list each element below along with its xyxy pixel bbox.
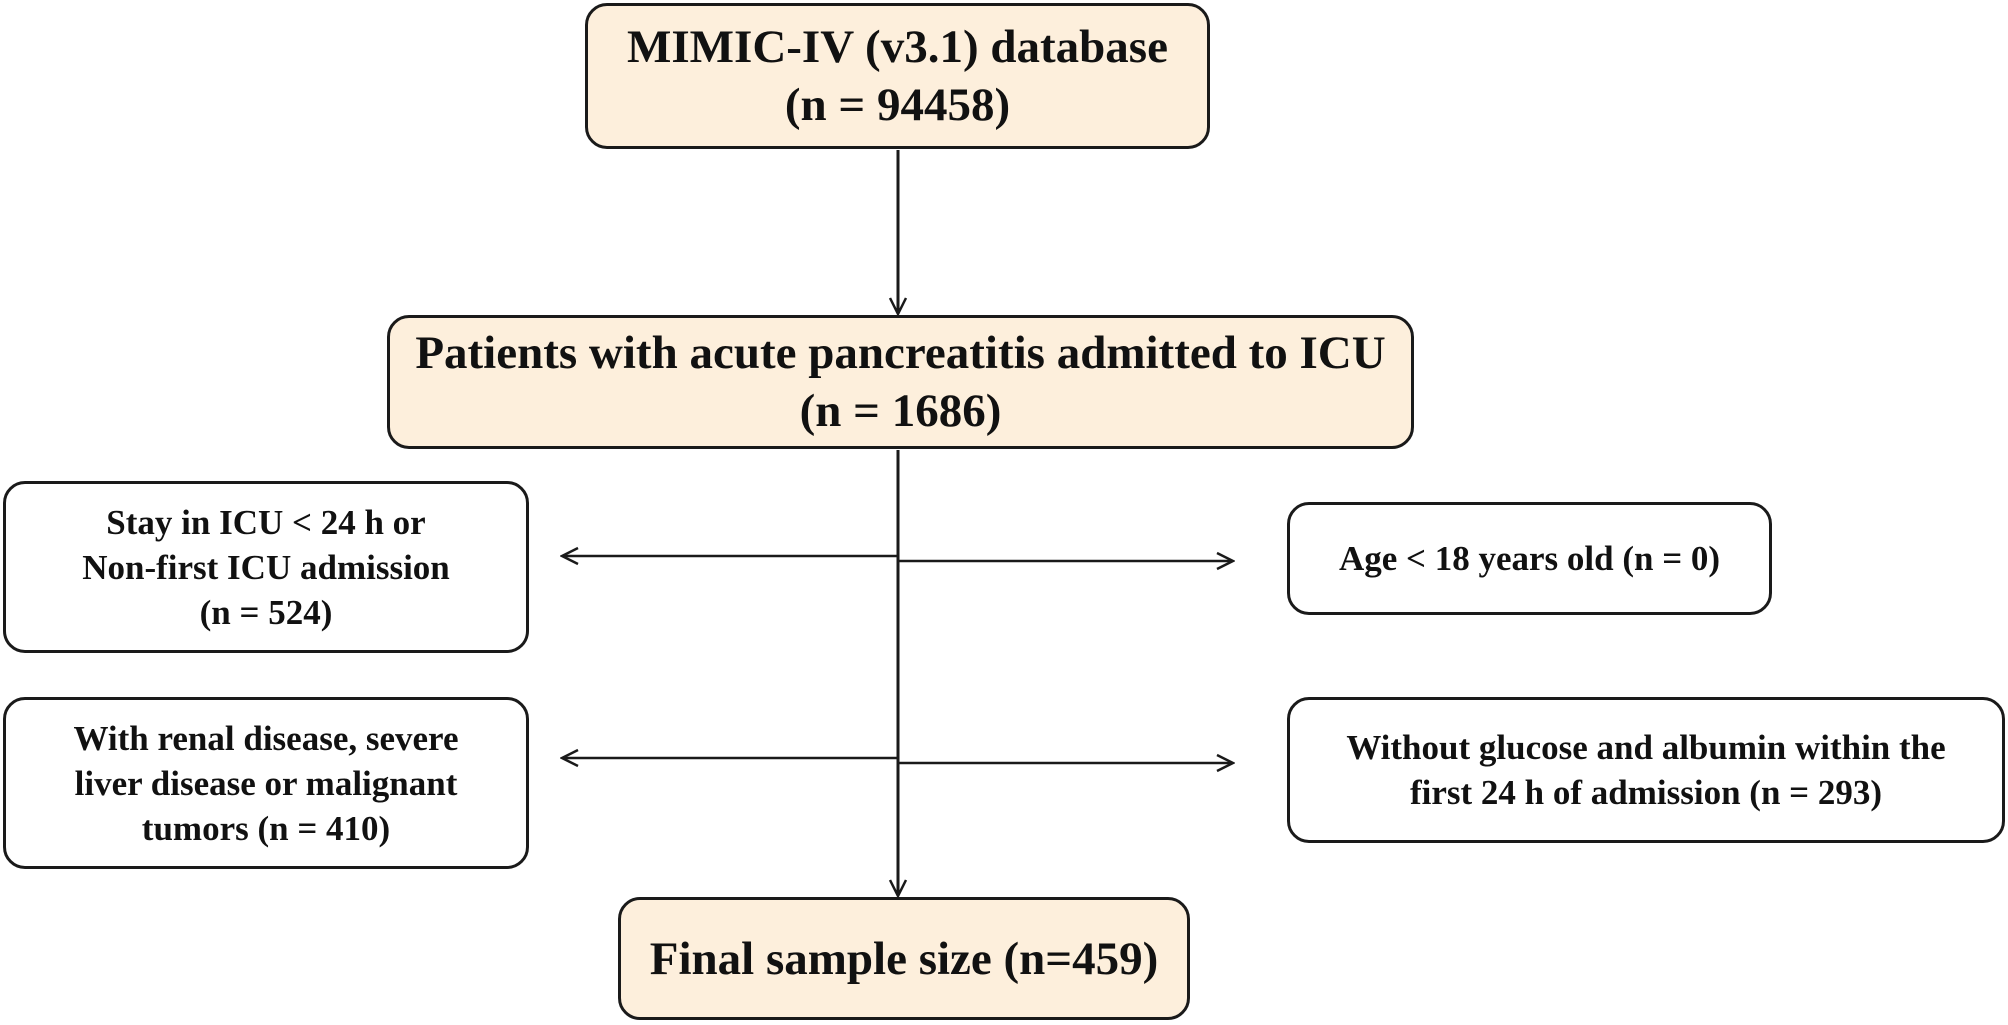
database-count: (n = 94458): [784, 79, 1011, 131]
acute-pancreatitis-title: Patients with acute pancreatitis admitte…: [415, 327, 1386, 379]
acute-pancreatitis-count: (n = 1686): [799, 385, 1002, 437]
icu-stay-exclusion-line1: Stay in ICU < 24 h or: [106, 502, 426, 542]
age-exclusion-text: Age < 18 years old (n = 0): [1338, 539, 1721, 578]
age-exclusion-box: Age < 18 years old (n = 0): [1287, 502, 1772, 615]
comorbidity-exclusion-line1: With renal disease, severe: [73, 718, 459, 758]
final-sample-text: Final sample size (n=459): [649, 932, 1159, 985]
missing-labs-exclusion-line2: first 24 h of admission (n = 293): [1409, 773, 1883, 812]
missing-labs-exclusion-line1: Without glucose and albumin within the: [1346, 728, 1946, 767]
comorbidity-exclusion-count: tumors (n = 410): [141, 808, 391, 848]
database-title: MIMIC-IV (v3.1) database: [627, 21, 1168, 73]
final-sample-box: Final sample size (n=459): [618, 897, 1190, 1020]
icu-stay-exclusion-box: Stay in ICU < 24 h or Non-first ICU admi…: [3, 481, 529, 653]
acute-pancreatitis-box: Patients with acute pancreatitis admitte…: [387, 315, 1414, 449]
database-box: MIMIC-IV (v3.1) database (n = 94458): [585, 3, 1210, 149]
icu-stay-exclusion-line2: Non-first ICU admission: [82, 547, 450, 587]
comorbidity-exclusion-line2: liver disease or malignant: [74, 763, 458, 803]
missing-labs-exclusion-box: Without glucose and albumin within the f…: [1287, 697, 2005, 843]
comorbidity-exclusion-box: With renal disease, severe liver disease…: [3, 697, 529, 869]
icu-stay-exclusion-count: (n = 524): [199, 592, 333, 632]
